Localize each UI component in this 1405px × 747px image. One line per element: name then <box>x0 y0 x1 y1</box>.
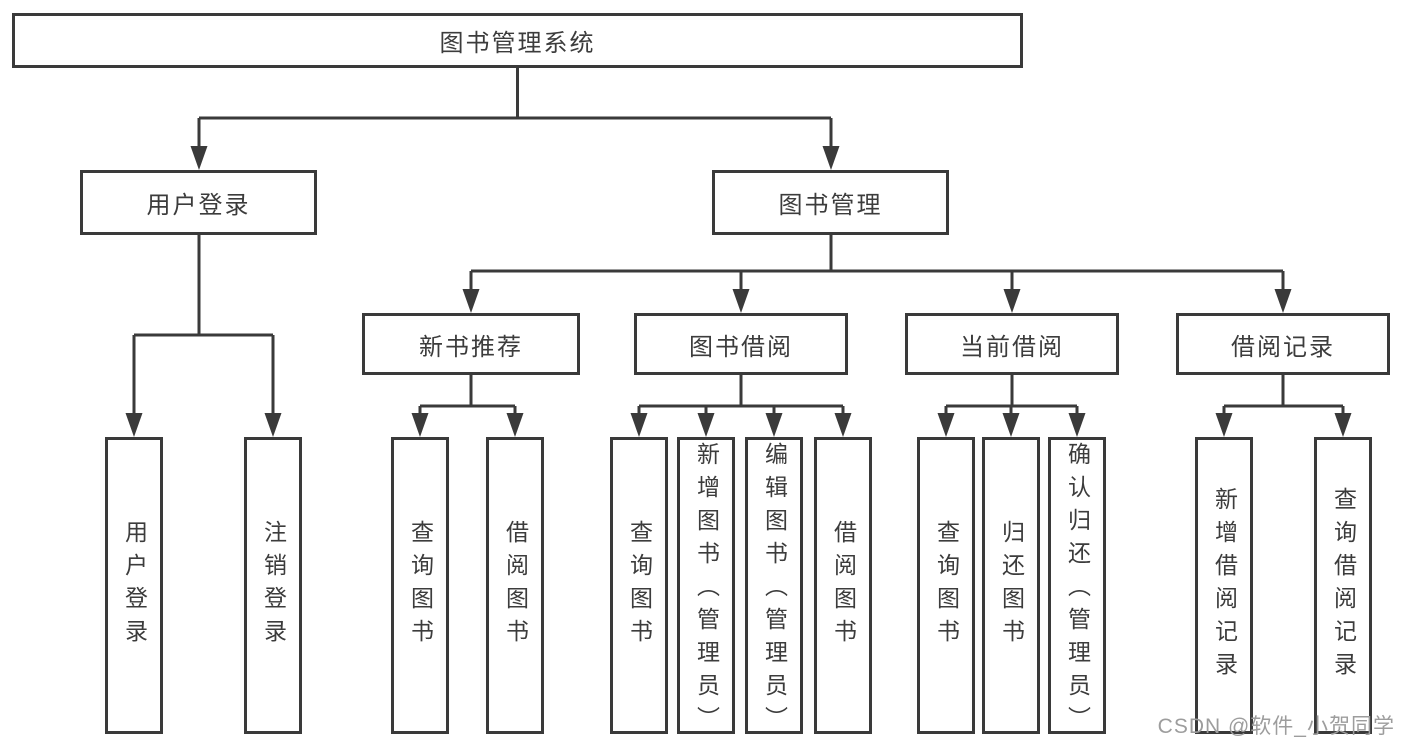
leaf-label: 查询图书 <box>407 519 434 652</box>
connector-book-management <box>462 235 1292 313</box>
node-book-management: 图书管理 <box>712 170 949 235</box>
node-borrow-records: 借阅记录 <box>1176 313 1390 375</box>
arrow-down-icon <box>1068 413 1086 437</box>
node-leaf-borrow-books-1: 借阅图书 <box>486 437 544 734</box>
node-leaf-query-books-2: 查询图书 <box>610 437 668 734</box>
node-leaf-edit-book-admin: 编辑图书（管理员） <box>745 437 803 739</box>
arrow-down-icon <box>732 289 750 313</box>
node-new-book-recommend: 新书推荐 <box>362 313 580 375</box>
node-leaf-borrow-books-2: 借阅图书 <box>814 437 872 734</box>
arrow-down-icon <box>1002 413 1020 437</box>
arrow-down-icon <box>190 146 208 170</box>
arrow-down-icon <box>765 413 783 437</box>
connector-line <box>469 235 1285 293</box>
node-leaf-add-book-admin: 新增图书（管理员） <box>677 437 735 739</box>
node-leaf-query-books-1: 查询图书 <box>391 437 449 734</box>
leaf-label: 注销登录 <box>260 519 287 652</box>
arrow-down-icon <box>264 413 282 437</box>
arrow-down-icon <box>1215 413 1233 437</box>
leaf-label: 归还图书 <box>998 519 1025 652</box>
connector-line <box>197 68 833 150</box>
arrow-down-icon <box>630 413 648 437</box>
node-current-borrow: 当前借阅 <box>905 313 1119 375</box>
leaf-label: 新增借阅记录 <box>1211 486 1238 685</box>
leaf-label: 查询图书 <box>933 519 960 652</box>
arrow-down-icon <box>1003 289 1021 313</box>
node-leaf-query-books-3: 查询图书 <box>917 437 975 734</box>
watermark: CSDN @软件_小贺同学 <box>1157 715 1395 738</box>
arrow-down-icon <box>834 413 852 437</box>
connector-book-borrow <box>630 375 852 437</box>
connector-line <box>418 375 517 417</box>
connector-user-login <box>125 235 282 437</box>
arrow-down-icon <box>822 146 840 170</box>
arrow-down-icon <box>506 413 524 437</box>
leaf-label: 借阅图书 <box>830 519 857 652</box>
arrow-down-icon <box>1334 413 1352 437</box>
node-leaf-confirm-return-admin: 确认归还（管理员） <box>1048 437 1106 739</box>
arrow-down-icon <box>697 413 715 437</box>
leaf-label: 查询图书 <box>626 519 653 652</box>
node-leaf-logout: 注销登录 <box>244 437 302 734</box>
node-book-borrow: 图书借阅 <box>634 313 848 375</box>
connector-line <box>132 235 275 417</box>
arrow-down-icon <box>125 413 143 437</box>
connector-line <box>1222 375 1345 417</box>
leaf-label: 用户登录 <box>121 519 148 652</box>
connector-line <box>944 375 1079 417</box>
connector-current-borrow <box>937 375 1086 437</box>
arrow-down-icon <box>411 413 429 437</box>
node-leaf-add-borrow-record: 新增借阅记录 <box>1195 437 1253 734</box>
node-root: 图书管理系统 <box>12 13 1023 68</box>
node-user-login: 用户登录 <box>80 170 317 235</box>
connector-borrow-records <box>1215 375 1352 437</box>
arrow-down-icon <box>1274 289 1292 313</box>
arrow-down-icon <box>937 413 955 437</box>
leaf-label: 编辑图书（管理员） <box>761 441 788 739</box>
leaf-label: 确认归还（管理员） <box>1064 441 1091 739</box>
connector-root <box>190 68 840 170</box>
connector-line <box>637 375 845 417</box>
leaf-label: 查询借阅记录 <box>1330 486 1357 685</box>
node-leaf-return-book: 归还图书 <box>982 437 1040 734</box>
node-leaf-user-login: 用户登录 <box>105 437 163 734</box>
arrow-down-icon <box>462 289 480 313</box>
node-leaf-query-borrow-record: 查询借阅记录 <box>1314 437 1372 734</box>
connector-new-book-recommend <box>411 375 524 437</box>
leaf-label: 借阅图书 <box>502 519 529 652</box>
leaf-label: 新增图书（管理员） <box>693 441 720 739</box>
